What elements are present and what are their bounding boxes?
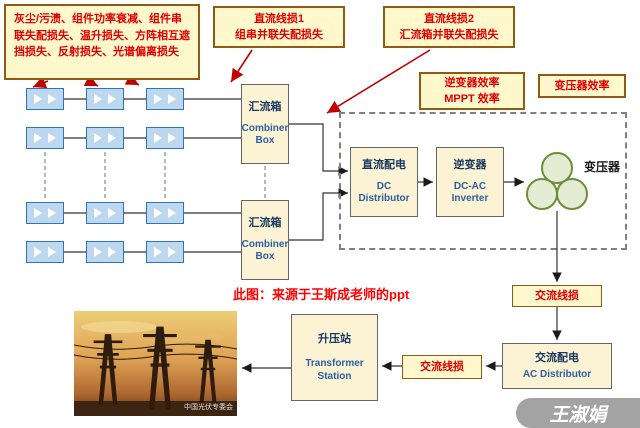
dc-line-loss-1-callout: 直流线损1 组串并联失配损失 bbox=[213, 6, 345, 48]
combiner-box-2-cn: 汇流箱 bbox=[248, 217, 282, 230]
transformer-efficiency-text: 变压器效率 bbox=[554, 79, 610, 92]
pv-panel bbox=[146, 127, 184, 149]
inverter-station-boundary bbox=[339, 112, 627, 250]
combiner-box-2: 汇流箱 Combiner Box bbox=[241, 200, 289, 280]
dc-line-loss-1-subtitle: 组串并联失配损失 bbox=[235, 29, 323, 41]
pv-panel bbox=[86, 241, 124, 263]
pv-panel bbox=[146, 241, 184, 263]
pv-panel bbox=[26, 127, 64, 149]
transmission-towers-photo: 中国光伏专委会 bbox=[74, 311, 237, 416]
pv-panel bbox=[86, 88, 124, 110]
booster-station-en2: Station bbox=[317, 370, 352, 382]
dc-line-loss-1-title: 直流线损1 bbox=[253, 12, 305, 25]
ac-line-loss-2-box: 交流线损 bbox=[402, 355, 482, 379]
inverter-en1: DC-AC bbox=[453, 180, 487, 192]
transformer-symbol-icon bbox=[526, 152, 588, 210]
ac-line-loss-2-text: 交流线损 bbox=[420, 360, 464, 373]
booster-station-en1: Transformer bbox=[305, 358, 364, 370]
dc-line-loss-2-callout: 直流线损2 汇流箱并联失配损失 bbox=[383, 6, 515, 48]
pv-panel bbox=[146, 202, 184, 224]
dc-line-loss-2-title: 直流线损2 bbox=[423, 12, 475, 25]
ac-line-loss-1-text: 交流线损 bbox=[535, 289, 579, 302]
dc-distributor-en1: DC bbox=[376, 180, 392, 192]
inverter-efficiency-callout: 逆变器效率 MPPT 效率 bbox=[419, 72, 525, 110]
dc-line-loss-2-subtitle: 汇流箱并联失配损失 bbox=[399, 29, 499, 41]
author-watermark-text: 王淑娟 bbox=[549, 404, 607, 426]
sunset-pylons-illustration bbox=[74, 311, 237, 416]
inverter-cn: 逆变器 bbox=[453, 159, 487, 172]
dc-distributor-en2: Distributor bbox=[358, 193, 410, 205]
booster-station-cn: 升压站 bbox=[318, 332, 351, 345]
module-losses-callout: 灰尘/污渍、组件功率衰减、组件串联失配损失、温升损失、方阵相互遮挡损失、反射损失… bbox=[4, 4, 200, 80]
ac-distributor-cn: 交流配电 bbox=[535, 351, 579, 364]
source-caption: 此图：来源于王斯成老师的ppt bbox=[233, 287, 410, 302]
photo-watermark: 中国光伏专委会 bbox=[184, 404, 233, 411]
pv-panel bbox=[86, 127, 124, 149]
ac-line-loss-1-box: 交流线损 bbox=[512, 285, 602, 307]
combiner-box-1-cn: 汇流箱 bbox=[248, 101, 282, 114]
inverter-box: 逆变器 DC-AC Inverter bbox=[436, 147, 504, 217]
inverter-en2: Inverter bbox=[451, 193, 489, 205]
combiner-box-1-en2: Box bbox=[255, 135, 275, 147]
pv-panel bbox=[26, 241, 64, 263]
dc-distributor-box: 直流配电 DC Distributor bbox=[350, 147, 418, 217]
ac-distributor-en: AC Distributor bbox=[522, 368, 592, 380]
module-losses-text: 灰尘/污渍、组件功率衰减、组件串联失配损失、温升损失、方阵相互遮挡损失、反射损失… bbox=[14, 13, 190, 58]
combiner-box-2-en2: Box bbox=[255, 251, 275, 263]
ac-distributor-box: 交流配电 AC Distributor bbox=[502, 343, 612, 389]
booster-station-box: 升压站 Transformer Station bbox=[291, 314, 378, 401]
dc-distributor-cn: 直流配电 bbox=[362, 159, 406, 172]
pv-panel bbox=[146, 88, 184, 110]
transformer-label: 变压器 bbox=[584, 160, 621, 174]
pv-panel bbox=[26, 202, 64, 224]
author-watermark: 王淑娟 bbox=[516, 398, 640, 428]
pv-panel bbox=[86, 202, 124, 224]
transformer-efficiency-callout: 变压器效率 bbox=[538, 74, 626, 98]
inverter-efficiency-line1: 逆变器效率 bbox=[444, 76, 500, 89]
mppt-efficiency-line2: MPPT 效率 bbox=[444, 93, 500, 105]
combiner-box-1-en1: Combiner bbox=[241, 122, 289, 134]
pv-panel bbox=[26, 88, 64, 110]
combiner-box-2-en1: Combiner bbox=[241, 238, 289, 250]
combiner-box-1: 汇流箱 Combiner Box bbox=[241, 84, 289, 164]
